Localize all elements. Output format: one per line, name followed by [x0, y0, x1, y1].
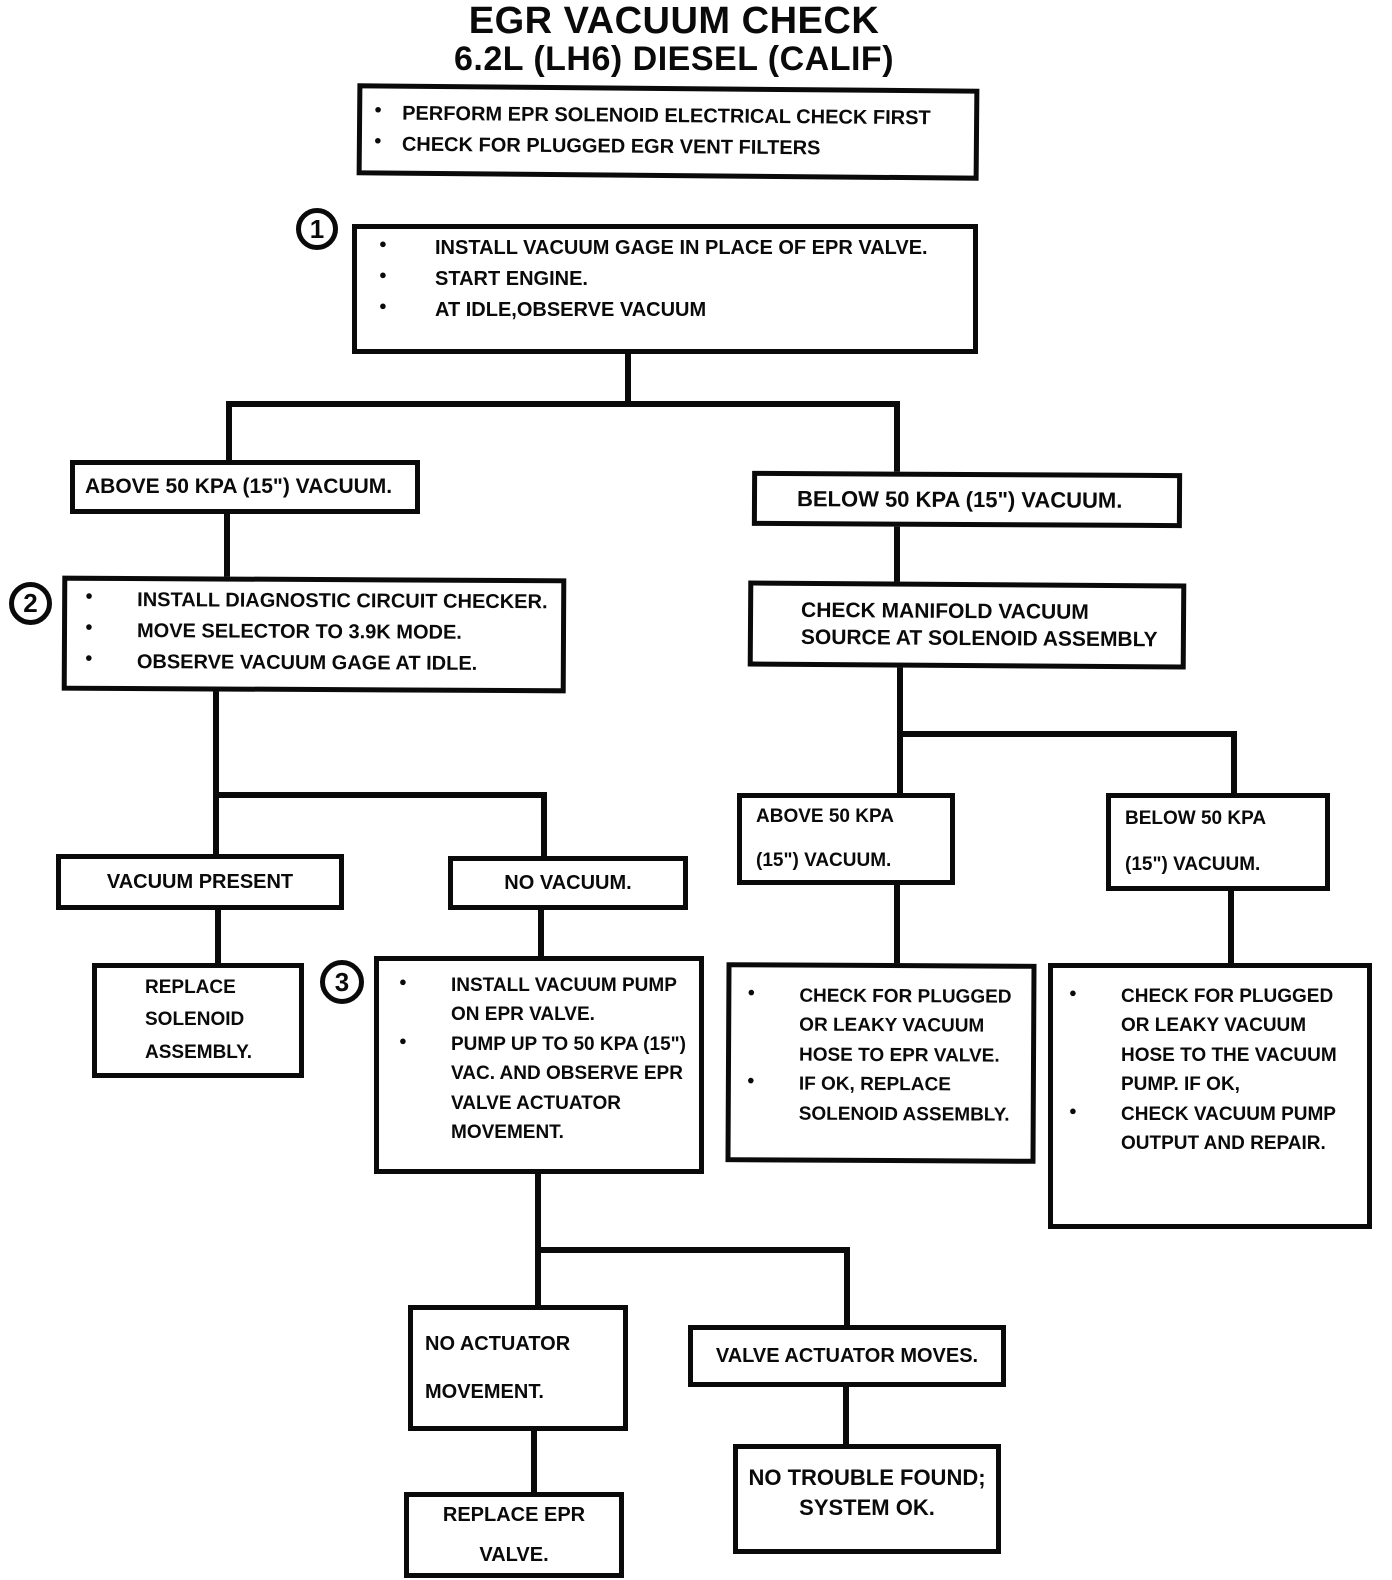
node-above-50kpa-small: ABOVE 50 KPA (15") VACUUM.: [737, 793, 955, 885]
bullet-text: CHECK VACUUM PUMP OUTPUT AND REPAIR.: [1121, 1103, 1336, 1155]
node-label-line: SYSTEM OK.: [799, 1494, 935, 1520]
node-label-line: (15") VACUUM.: [756, 850, 892, 871]
bullet-icon: ●: [399, 974, 407, 989]
node-check-manifold: CHECK MANIFOLD VACUUM SOURCE AT SOLENOID…: [747, 580, 1187, 670]
bullet-icon: ●: [379, 266, 387, 282]
connector-line: [894, 883, 900, 965]
node-no-vacuum: NO VACUUM.: [448, 856, 688, 910]
node-label-line: ASSEMBLY.: [145, 1041, 252, 1063]
node-below-50kpa-small: BELOW 50 KPA (15") VACUUM.: [1106, 793, 1330, 891]
connector-line: [226, 401, 232, 462]
node-step2: ● INSTALL DIAGNOSTIC CIRCUIT CHECKER. ● MO…: [61, 575, 567, 694]
node-label: VALVE ACTUATOR MOVES.: [715, 1344, 979, 1367]
node-label: ABOVE 50 KPA (15") VACUUM.: [85, 475, 393, 498]
connector-line: [894, 401, 900, 474]
node-vacuum-present: VACUUM PRESENT: [56, 854, 344, 910]
connector-line: [535, 1172, 541, 1308]
node-label: NO VACUUM.: [504, 871, 632, 894]
connector-line: [894, 525, 900, 584]
bullet-text: PERFORM EPR SOLENOID ELECTRICAL CHECK FI…: [402, 102, 931, 130]
title-line-2: 6.2L (LH6) DIESEL (CALIF): [453, 40, 895, 78]
node-below-50kpa: BELOW 50 KPA (15") VACUUM.: [751, 470, 1183, 529]
connector-line: [535, 1247, 850, 1253]
step-2-badge: 2: [9, 582, 52, 625]
node-label-line: REPLACE: [145, 977, 236, 999]
bullet-icon: ●: [1069, 1102, 1077, 1118]
node-replace-solenoid: REPLACE SOLENOID ASSEMBLY.: [92, 963, 304, 1078]
node-valve-moves: VALVE ACTUATOR MOVES.: [688, 1325, 1006, 1387]
node-label: BELOW 50 KPA (15") VACUUM.: [796, 485, 1123, 513]
node-precheck: ● PERFORM EPR SOLENOID ELECTRICAL CHECK F…: [356, 83, 980, 181]
bullet-icon: ●: [399, 1032, 407, 1048]
bullet-text: IF OK, REPLACE SOLENOID ASSEMBLY.: [798, 1073, 1010, 1126]
step-1-badge: 1: [296, 208, 338, 250]
connector-line: [215, 908, 221, 965]
node-label-line: CHECK MANIFOLD VACUUM: [801, 598, 1089, 624]
node-label-line: NO ACTUATOR: [425, 1333, 571, 1355]
node-label-line: ABOVE 50 KPA: [756, 806, 894, 828]
bullet-text: AT IDLE,OBSERVE VACUUM: [435, 298, 707, 321]
connector-line: [531, 1429, 537, 1492]
node-label: VACUUM PRESENT: [106, 870, 294, 893]
connector-line: [213, 792, 547, 798]
connector-line: [213, 690, 219, 856]
connector-line: [844, 1247, 850, 1327]
bullet-text: START ENGINE.: [435, 267, 588, 290]
step-number: 2: [23, 588, 38, 618]
bullet-icon: ●: [379, 235, 387, 251]
title-line-1: EGR VACUUM CHECK: [468, 0, 880, 42]
bullet-icon: ●: [85, 587, 94, 603]
node-check-hose-pump: ● CHECK FOR PLUGGED OR LEAKY VACUUM HOSE …: [1048, 963, 1372, 1229]
node-label-line: SOURCE AT SOLENOID ASSEMBLY: [800, 625, 1158, 652]
connector-line: [1231, 731, 1237, 795]
node-no-trouble: NO TROUBLE FOUND; SYSTEM OK.: [733, 1444, 1001, 1554]
connector-line: [1228, 889, 1234, 965]
node-label-line: (15") VACUUM.: [1125, 854, 1261, 875]
node-step1: ● INSTALL VACUUM GAGE IN PLACE OF EPR VAL…: [352, 224, 978, 354]
node-check-hose-epr: ● CHECK FOR PLUGGED OR LEAKY VACUUM HOSE …: [725, 962, 1037, 1164]
node-label-line: NO TROUBLE FOUND;: [748, 1465, 986, 1490]
bullet-text: INSTALL VACUUM GAGE IN PLACE OF EPR VALV…: [435, 236, 928, 259]
connector-line: [224, 512, 230, 579]
node-replace-epr: REPLACE EPR VALVE.: [404, 1492, 624, 1578]
page-title: EGR VACUUM CHECK 6.2L (LH6) DIESEL (CALI…: [0, 2, 1348, 79]
bullet-text: PUMP UP TO 50 KPA (15") VAC. AND OBSERVE…: [451, 1033, 686, 1144]
connector-line: [226, 401, 900, 407]
connector-line: [541, 792, 547, 858]
node-label-line: MOVEMENT.: [425, 1381, 544, 1403]
step-3-badge: 3: [320, 960, 364, 1004]
node-step3: ● INSTALL VACUUM PUMP ON EPR VALVE. ● PUMP…: [374, 956, 704, 1174]
bullet-text: OBSERVE VACUUM GAGE AT IDLE.: [136, 651, 478, 675]
bullet-icon: ●: [85, 618, 93, 634]
bullet-icon: ●: [747, 984, 756, 1000]
node-label-line: SOLENOID: [145, 1009, 245, 1031]
connector-line: [897, 666, 903, 795]
connector-line: [897, 731, 1237, 737]
connector-line: [843, 1385, 849, 1446]
bullet-icon: ●: [84, 649, 93, 665]
bullet-icon: ●: [374, 101, 383, 117]
bullet-text: CHECK FOR PLUGGED OR LEAKY VACUUM HOSE T…: [798, 985, 1012, 1067]
bullet-text: INSTALL DIAGNOSTIC CIRCUIT CHECKER.: [137, 589, 548, 614]
bullet-text: MOVE SELECTOR TO 3.9K MODE.: [136, 620, 462, 644]
node-label-line: VALVE.: [479, 1544, 549, 1566]
node-label-line: REPLACE EPR: [442, 1504, 586, 1526]
connector-line: [538, 908, 544, 958]
step-number: 1: [309, 213, 325, 244]
node-above-50kpa: ABOVE 50 KPA (15") VACUUM.: [70, 460, 420, 514]
bullet-text: INSTALL VACUUM PUMP ON EPR VALVE.: [451, 975, 677, 1026]
bullet-icon: ●: [1069, 985, 1077, 1000]
bullet-icon: ●: [379, 297, 387, 313]
bullet-text: CHECK FOR PLUGGED OR LEAKY VACUUM HOSE T…: [1121, 986, 1337, 1096]
bullet-icon: ●: [746, 1072, 755, 1088]
node-label-line: BELOW 50 KPA: [1125, 808, 1267, 830]
step-number: 3: [334, 966, 350, 997]
connector-line: [625, 352, 631, 406]
bullet-text: CHECK FOR PLUGGED EGR VENT FILTERS: [401, 133, 821, 160]
node-no-actuator: NO ACTUATOR MOVEMENT.: [408, 1305, 628, 1431]
bullet-icon: ●: [373, 132, 382, 148]
